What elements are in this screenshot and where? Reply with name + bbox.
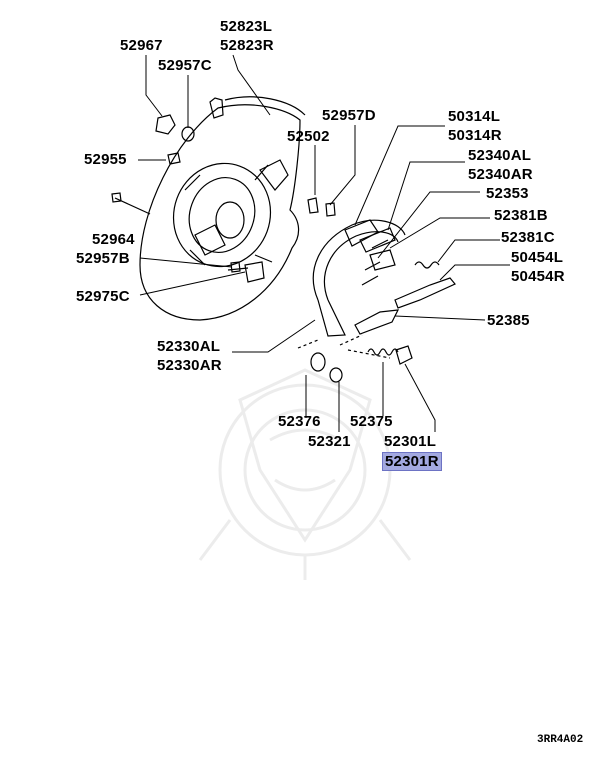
part-52340AR[interactable]: 52340AR [468, 166, 533, 183]
part-50454L[interactable]: 50454L [511, 249, 564, 266]
part-52823L[interactable]: 52823L [220, 18, 273, 35]
backing-plate [111, 96, 336, 321]
brake-shoe [297, 219, 456, 383]
part-52330AL[interactable]: 52330AL [157, 338, 221, 355]
part-50454R[interactable]: 50454R [511, 268, 565, 285]
part-52964[interactable]: 52964 [92, 231, 135, 248]
part-52376[interactable]: 52376 [278, 413, 321, 430]
part-52301L[interactable]: 52301L [384, 433, 437, 450]
part-52975C[interactable]: 52975C [76, 288, 130, 305]
part-52823R[interactable]: 52823R [220, 37, 274, 54]
leader-lines [138, 54, 510, 432]
part-52967[interactable]: 52967 [120, 37, 163, 54]
part-52385[interactable]: 52385 [487, 312, 530, 329]
part-52955[interactable]: 52955 [84, 151, 127, 168]
part-52957B[interactable]: 52957B [76, 250, 130, 267]
part-52375[interactable]: 52375 [350, 413, 393, 430]
part-52957C[interactable]: 52957C [158, 57, 212, 74]
watermark-emblem [198, 368, 412, 580]
part-52957D[interactable]: 52957D [322, 107, 376, 124]
part-52321[interactable]: 52321 [308, 433, 351, 450]
part-50314L[interactable]: 50314L [448, 108, 501, 125]
part-52353[interactable]: 52353 [486, 185, 529, 202]
part-52330AR[interactable]: 52330AR [157, 357, 222, 374]
diagram-code: 3RR4A02 [537, 734, 584, 746]
part-52381C[interactable]: 52381C [501, 229, 555, 246]
part-52340AL[interactable]: 52340AL [468, 147, 532, 164]
part-52301R-highlighted[interactable]: 52301R [382, 452, 442, 471]
part-52381B[interactable]: 52381B [494, 207, 548, 224]
part-52502[interactable]: 52502 [287, 128, 330, 145]
part-50314R[interactable]: 50314R [448, 127, 502, 144]
